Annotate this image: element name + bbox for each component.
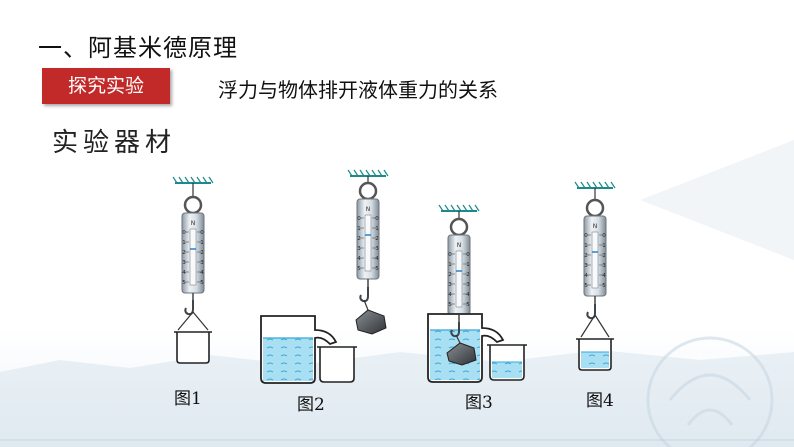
scale-tick-label: 2	[602, 253, 606, 259]
scale-tick-label: 0	[466, 252, 470, 258]
scale-tick-label: 5	[357, 266, 361, 272]
figure-4-apparatus	[574, 181, 616, 371]
scale-tick-label: 2	[357, 236, 361, 242]
scale-tick-label: 1	[602, 243, 606, 249]
figure-4-label: 图4	[586, 391, 614, 411]
figure-2-apparatus	[260, 169, 389, 384]
scale-tick-label: 1	[182, 240, 186, 246]
scale-tick-label: 0	[357, 216, 361, 222]
scale-tick-label: 4	[584, 273, 588, 279]
materials-title: 实验器材	[52, 128, 177, 158]
scale-tick-label: 5	[602, 283, 606, 289]
scale-tick-label: 0	[182, 230, 186, 236]
scale-tick-label: 2	[375, 236, 379, 242]
scale-tick-label: 0	[602, 233, 606, 239]
scale-tick-label: 4	[182, 270, 186, 276]
scale-tick-label: 4	[357, 256, 361, 262]
figure-1-label: 图1	[174, 389, 202, 409]
scale-tick-label: 5	[584, 283, 588, 289]
scale-unit-label: N	[366, 206, 371, 213]
scale-tick-label: 2	[466, 272, 470, 278]
scale-tick-label: 1	[357, 226, 361, 232]
scale-tick-label: 3	[182, 260, 186, 266]
scale-tick-label: 1	[200, 240, 204, 246]
scale-tick-label: 1	[448, 262, 452, 268]
scale-tick-label: 4	[448, 292, 452, 298]
scale-tick-label: 2	[584, 253, 588, 259]
scale-tick-label: 4	[200, 270, 204, 276]
scale-tick-label: 3	[466, 282, 470, 288]
scale-tick-label: 4	[466, 292, 470, 298]
scale-tick-label: 5	[448, 302, 452, 308]
scale-tick-label: 2	[448, 272, 452, 278]
figure-3-apparatus	[427, 204, 527, 383]
scale-tick-label: 2	[200, 250, 204, 256]
scale-tick-label: 0	[584, 233, 588, 239]
scale-tick-label: 1	[375, 226, 379, 232]
scale-tick-label: 3	[375, 246, 379, 252]
scale-unit-label: N	[191, 220, 196, 227]
section-heading: 一、阿基米德原理	[38, 34, 238, 62]
scale-tick-label: 2	[182, 250, 186, 256]
scale-tick-label: 5	[182, 280, 186, 286]
scale-tick-label: 3	[200, 260, 204, 266]
scale-unit-label: N	[457, 242, 462, 249]
figure-1-apparatus	[172, 176, 214, 364]
scale-tick-label: 1	[584, 243, 588, 249]
figure-2-label: 图2	[297, 395, 325, 415]
scale-tick-label: 5	[466, 302, 470, 308]
scale-tick-label: 4	[375, 256, 379, 262]
scale-tick-label: 0	[375, 216, 379, 222]
scale-unit-label: N	[593, 223, 598, 230]
watermark-icon	[646, 336, 774, 447]
scale-tick-label: 3	[448, 282, 452, 288]
scale-tick-label: 3	[584, 263, 588, 269]
scale-tick-label: 5	[375, 266, 379, 272]
scale-tick-label: 1	[466, 262, 470, 268]
scale-tick-label: 5	[200, 280, 204, 286]
scale-tick-label: 3	[602, 263, 606, 269]
experiment-tag: 探究实验	[42, 68, 170, 104]
scale-tick-label: 0	[448, 252, 452, 258]
scale-tick-label: 4	[602, 273, 606, 279]
scale-tick-label: 0	[200, 230, 204, 236]
scale-tick-label: 3	[357, 246, 361, 252]
experiment-subtitle: 浮力与物体排开液体重力的关系	[218, 78, 498, 102]
figure-3-label: 图3	[465, 393, 493, 413]
